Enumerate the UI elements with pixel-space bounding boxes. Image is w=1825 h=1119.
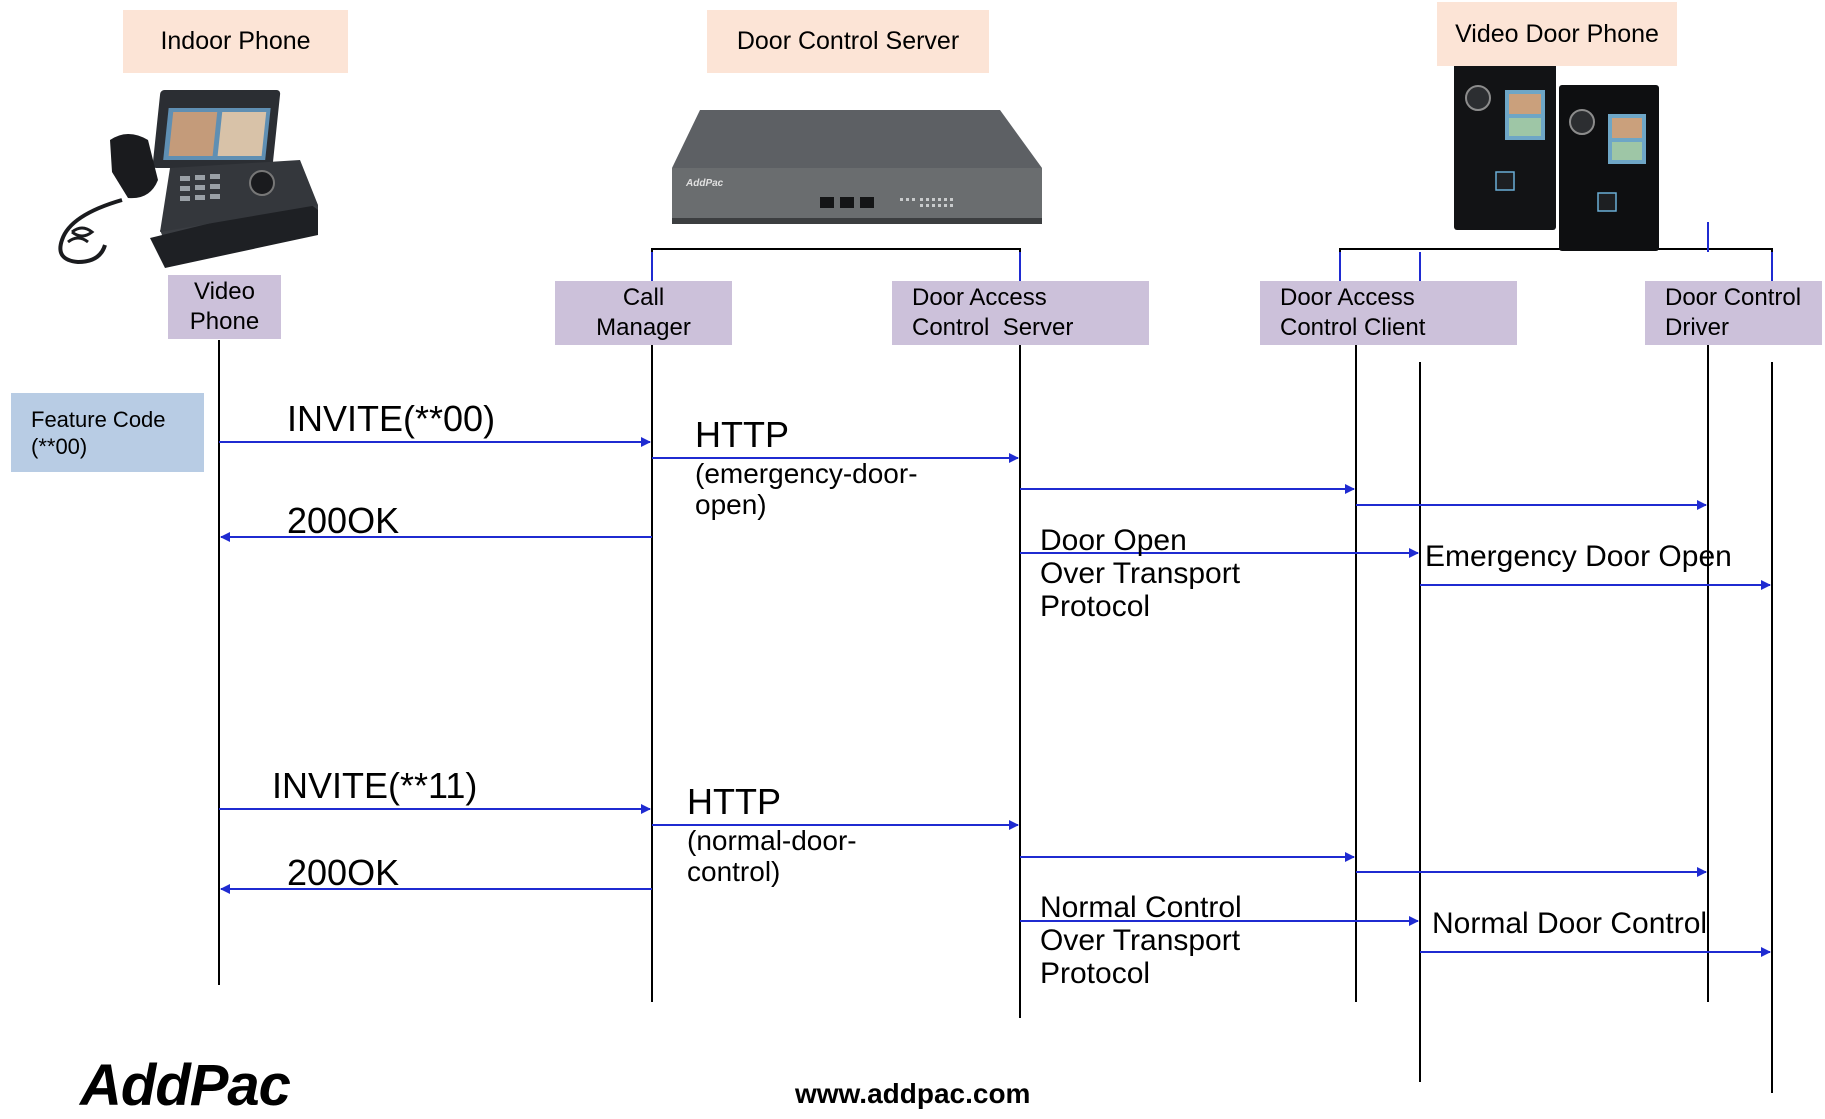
msg-200ok-2: 200OK <box>287 852 400 893</box>
sequence-diagram-lines: AddPac <box>58 62 1773 1093</box>
addpac-logo: AddPac <box>80 1053 291 1118</box>
msg-200ok-1: 200OK <box>287 500 400 541</box>
feature-code-box: Feature Code (**00) <box>11 393 204 472</box>
msg-door-open-transport: Door Open Over Transport Protocol <box>1040 524 1241 623</box>
indoor-phone-label: Indoor Phone <box>123 10 348 73</box>
server-bracket-blue <box>651 252 1021 282</box>
msg-http-2: HTTP <box>687 781 781 822</box>
door-control-server-image: AddPac <box>672 110 1042 224</box>
entity-door-control-driver: Door Control Driver <box>1645 281 1822 345</box>
footer-url: www.addpac.com <box>795 1078 1031 1109</box>
msg-invite-11: INVITE(**11) <box>272 765 478 806</box>
door-control-server-label: Door Control Server <box>707 10 989 73</box>
server-bracket <box>651 248 1021 280</box>
door-phone-bracket <box>1339 248 1773 280</box>
indoor-phone-image <box>58 90 318 268</box>
entity-video-phone: Video Phone <box>168 275 281 339</box>
msg-normal-control-transport: Normal Control Over Transport Protocol <box>1040 891 1242 990</box>
msg-invite-00: INVITE(**00) <box>287 398 496 439</box>
msg-normal-door-control: Normal Door Control <box>1432 907 1708 940</box>
msg-http-1-sub: (emergency-door- open) <box>695 458 918 520</box>
msg-emergency-door-open: Emergency Door Open <box>1425 540 1732 573</box>
msg-http-1: HTTP <box>695 414 789 455</box>
entity-door-access-control-server: Door Access Control Server <box>892 281 1149 345</box>
msg-http-2-sub: (normal-door- control) <box>687 825 857 887</box>
video-door-phone-image <box>1454 62 1659 251</box>
entity-call-manager: Call Manager <box>555 281 732 345</box>
svg-text:AddPac: AddPac <box>685 178 724 189</box>
entity-door-access-control-client: Door Access Control Client <box>1260 281 1517 345</box>
video-door-phone-label: Video Door Phone <box>1437 2 1677 66</box>
